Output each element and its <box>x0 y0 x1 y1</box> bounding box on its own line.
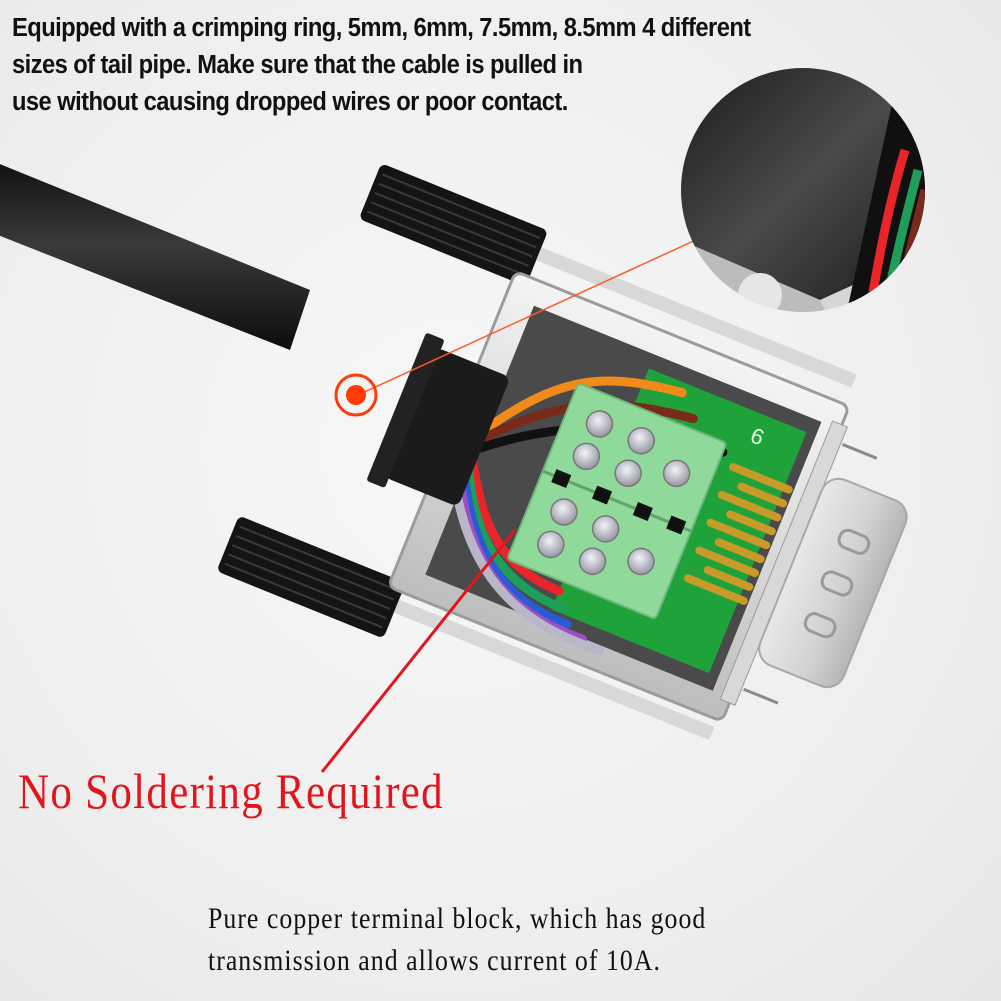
crimping-ring <box>386 349 509 505</box>
thumbscrew-top <box>360 165 857 388</box>
bottom-caption-line: Pure copper terminal block, which has go… <box>208 902 707 935</box>
no-soldering-callout: No Soldering Required <box>18 763 444 819</box>
top-caption-line: Equipped with a crimping ring, 5mm, 6mm,… <box>12 14 751 42</box>
top-caption-line: sizes of tail pipe. Make sure that the c… <box>12 51 583 79</box>
top-caption-line: use without causing dropped wires or poo… <box>12 88 568 116</box>
jack-screws <box>743 443 878 705</box>
crimp-ring-marker <box>334 237 701 417</box>
gold-pins <box>684 463 793 605</box>
bottom-caption: Pure copper terminal block, which has go… <box>208 898 706 982</box>
db9-male-shroud <box>758 477 908 689</box>
db9-connector: 6 <box>218 165 908 740</box>
thumbscrew-bottom <box>218 517 715 740</box>
top-caption: Equipped with a crimping ring, 5mm, 6mm,… <box>12 10 905 121</box>
callout-pointer <box>320 529 517 773</box>
bottom-caption-line: transmission and allows current of 10A. <box>208 944 661 977</box>
cable <box>0 164 310 350</box>
terminal-block <box>507 383 727 619</box>
detail-inset <box>681 68 925 312</box>
